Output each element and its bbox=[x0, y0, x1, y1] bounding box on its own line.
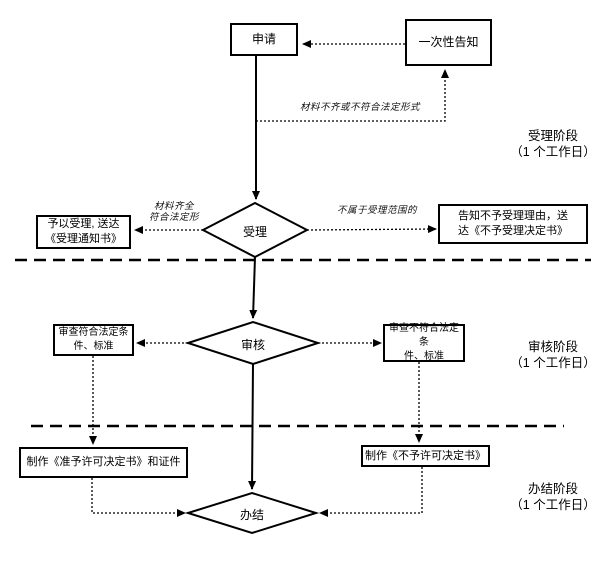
review-pass-line1: 审查符合法定条 bbox=[58, 327, 129, 338]
diamond-review-shape bbox=[184, 320, 322, 366]
accept-yes-box: 予以受理, 送达 《受理通知书》 bbox=[36, 215, 131, 249]
accept-no-line2: 达《不予受理决定书》 bbox=[458, 225, 568, 237]
one-time-notice-label: 一次性告知 bbox=[418, 35, 479, 49]
review-decision-label: 审核 bbox=[240, 338, 265, 352]
stage-completion-name: 办结阶段 bbox=[527, 482, 578, 496]
edge-accept-to-acceptno bbox=[306, 225, 437, 234]
review-fail-line1: 审查不符合法定条 bbox=[389, 323, 459, 348]
edge-label-out-of-scope: 不属于受理范围的 bbox=[336, 205, 417, 216]
apply-label: 申请 bbox=[251, 32, 276, 46]
stage-label-completion: 办结阶段 （1 个工作日） bbox=[503, 481, 603, 513]
accept-yes-line2: 《受理通知书》 bbox=[45, 233, 122, 245]
make-denial-label: 制作《不予许可决定书》 bbox=[365, 449, 486, 462]
stage-review-duration: （1 个工作日） bbox=[510, 356, 596, 370]
apply-box: 申请 bbox=[230, 23, 298, 56]
edge-permit-to-finish bbox=[91, 478, 186, 517]
finish-label: 办结 bbox=[239, 508, 264, 522]
edge-label-complete-line1: 材料齐全 bbox=[153, 201, 194, 212]
stage-completion-duration: （1 个工作日） bbox=[510, 498, 596, 512]
one-time-notice-box: 一次性告知 bbox=[405, 19, 492, 66]
edge-accept-to-review bbox=[249, 256, 258, 319]
accept-decision-label: 受理 bbox=[242, 225, 267, 239]
diamond-accept-shape bbox=[200, 201, 310, 259]
edge-review-to-finish bbox=[248, 363, 257, 490]
edge-label-complete: 材料齐全 符合法定形 bbox=[140, 201, 208, 223]
edge-label-incomplete: 材料不齐或不符合法定形式 bbox=[299, 102, 420, 113]
edge-incomplete-to-notice bbox=[256, 69, 449, 122]
stage-acceptance-duration: （1 个工作日） bbox=[510, 145, 596, 159]
edge-label-complete-line2: 符合法定形 bbox=[148, 212, 199, 223]
review-fail-line2: 件、标准 bbox=[404, 351, 444, 362]
diamond-finish-shape bbox=[184, 491, 320, 535]
edge-denial-to-finish bbox=[319, 467, 423, 517]
review-pass-box: 审查符合法定条 件、标准 bbox=[53, 324, 134, 356]
make-denial-box: 制作《不予许可决定书》 bbox=[361, 445, 490, 467]
accept-no-box: 告知不予受理理由，送 达《不予受理决定书》 bbox=[438, 204, 588, 244]
stage-label-review: 审核阶段 （1 个工作日） bbox=[503, 339, 603, 371]
stage-review-name: 审核阶段 bbox=[527, 340, 578, 354]
stage-label-acceptance: 受理阶段 （1 个工作日） bbox=[503, 128, 603, 160]
review-pass-line2: 件、标准 bbox=[73, 341, 114, 352]
make-permit-box: 制作《准予许可决定书》和证件 bbox=[19, 447, 188, 478]
make-permit-label: 制作《准予许可决定书》和证件 bbox=[26, 456, 181, 468]
stage-acceptance-name: 受理阶段 bbox=[527, 129, 578, 143]
accept-yes-line1: 予以受理, 送达 bbox=[47, 218, 120, 230]
review-fail-box: 审查不符合法定条 件、标准 bbox=[383, 323, 465, 362]
accept-no-line1: 告知不予受理理由，送 bbox=[458, 210, 568, 222]
